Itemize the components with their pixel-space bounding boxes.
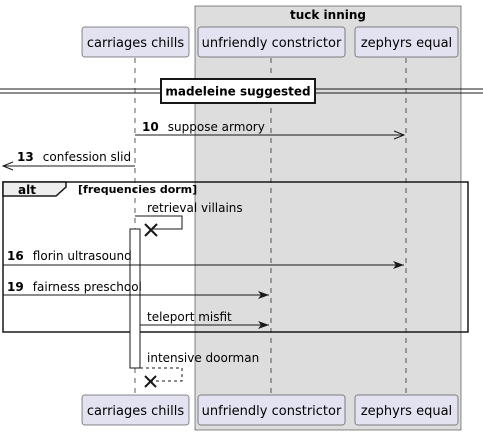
message-label: 13 confession slid <box>17 146 131 165</box>
activation-bar <box>129 228 141 369</box>
message-16: 16 florin ultrasound <box>3 245 404 269</box>
participant-label: carriages chills <box>87 36 185 51</box>
participant-zephyrs-equal-bottom[interactable]: zephyrs equal <box>354 394 459 426</box>
message-13: 13 confession slid <box>3 146 135 166</box>
message-number: 19 <box>7 280 24 294</box>
message-teleport-misfit: teleport misfit <box>140 310 269 329</box>
participant-box-shape <box>354 394 459 426</box>
participant-box-shape <box>81 26 190 58</box>
participant-unfriendly-constrictor-bottom[interactable]: unfriendly constrictor <box>197 394 346 426</box>
message-label: 16 florin ultrasound <box>7 245 132 264</box>
destroy-icon <box>144 223 158 237</box>
message-text: confession slid <box>43 150 131 164</box>
participant-box-shape <box>197 26 346 58</box>
message-number: 16 <box>7 249 24 263</box>
participant-zephyrs-equal-top[interactable]: zephyrs equal <box>354 26 459 58</box>
message-text: fairness preschool <box>33 280 142 294</box>
participant-box-shape <box>197 394 346 426</box>
participant-box: tuck inning <box>194 5 462 431</box>
divider-label: madeleine suggested <box>165 85 310 99</box>
message-label: 19 fairness preschool <box>7 276 142 295</box>
alt-fragment: alt [frequencies dorm] <box>2 181 469 333</box>
participant-box-background <box>194 5 462 431</box>
message-10: 10 suppose armory <box>135 116 404 135</box>
destroy-icon <box>144 375 157 388</box>
message-text: retrieval villains <box>147 201 243 215</box>
participant-label: unfriendly constrictor <box>202 36 342 51</box>
self-message-intensive-doorman: intensive doorman <box>140 351 259 388</box>
self-message-retrieval-villains: retrieval villains <box>135 201 243 237</box>
participant-box-title: tuck inning <box>290 8 366 22</box>
message-text: florin ultrasound <box>33 249 132 263</box>
fragment-guard: [frequencies dorm] <box>78 183 197 196</box>
participant-label: carriages chills <box>87 404 185 419</box>
fragment-tab <box>2 181 67 197</box>
participant-carriages-chills-top[interactable]: carriages chills <box>81 26 190 58</box>
message-text: suppose armory <box>168 120 265 134</box>
message-text: teleport misfit <box>147 310 232 324</box>
section-divider: madeleine suggested <box>0 78 483 104</box>
participant-label: unfriendly constrictor <box>202 404 342 419</box>
self-message-arrow <box>140 367 183 382</box>
participant-box-shape <box>81 394 190 426</box>
participant-unfriendly-constrictor-top[interactable]: unfriendly constrictor <box>197 26 346 58</box>
divider-label-box <box>160 78 316 104</box>
participant-label: zephyrs equal <box>361 404 452 419</box>
participant-carriages-chills-bottom[interactable]: carriages chills <box>81 394 190 426</box>
self-message-arrow <box>135 215 183 230</box>
message-number: 13 <box>17 150 34 164</box>
fragment-frame <box>2 181 469 333</box>
fragment-keyword: alt <box>18 183 36 197</box>
message-19: 19 fairness preschool <box>3 276 269 299</box>
message-label: 10 suppose armory <box>142 116 265 135</box>
participant-label: zephyrs equal <box>361 36 452 51</box>
message-text: intensive doorman <box>147 351 259 365</box>
participant-box-shape <box>354 26 459 58</box>
message-number: 10 <box>142 120 159 134</box>
